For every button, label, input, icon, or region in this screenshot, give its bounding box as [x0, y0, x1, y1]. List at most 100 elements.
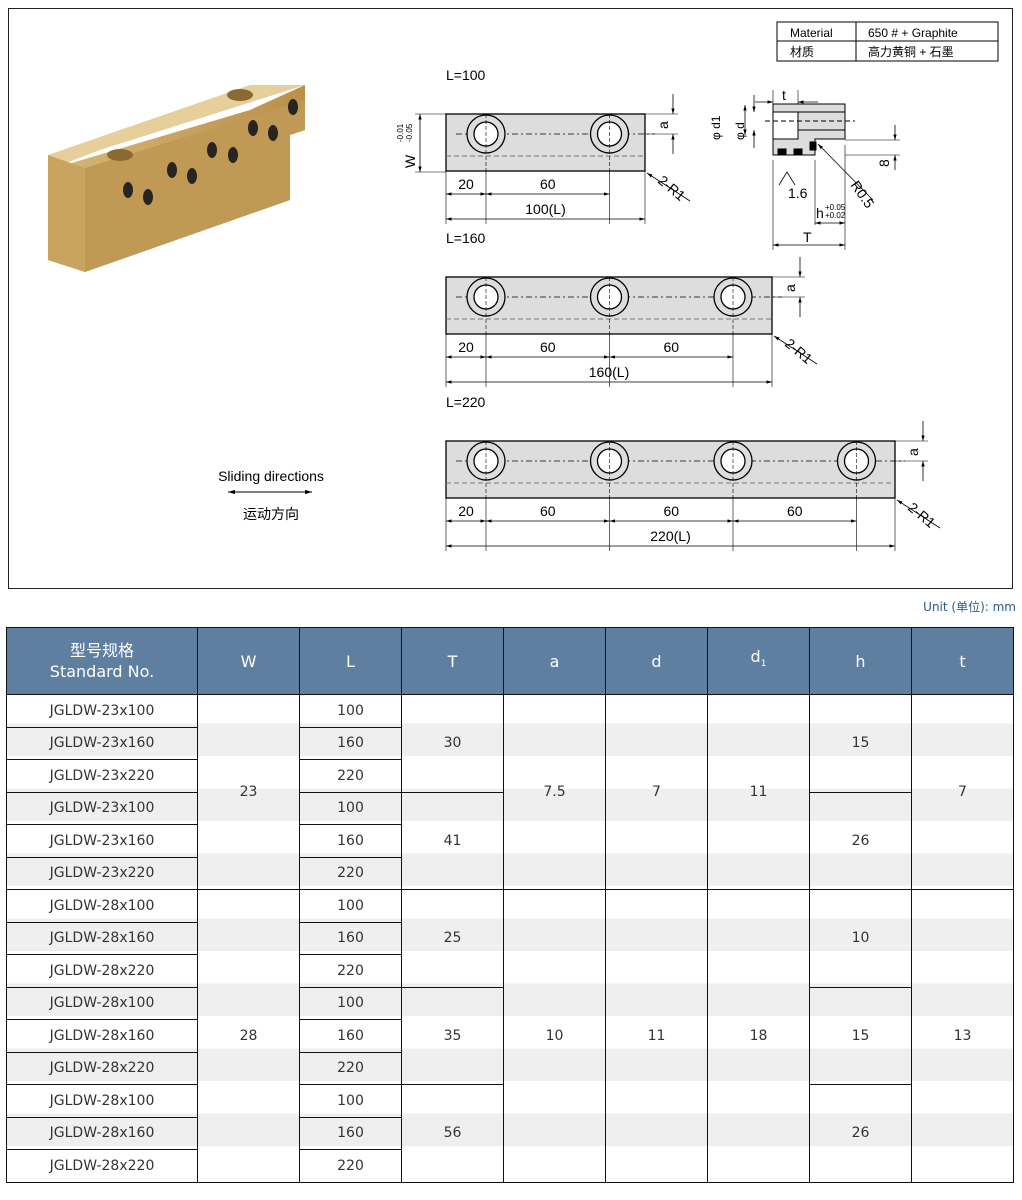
table-row: JGLDW-28x220 220: [6, 1149, 1014, 1183]
l-cell: 160: [299, 1019, 402, 1053]
roughness-label: 1.6: [788, 185, 808, 201]
material-label: Material: [790, 26, 833, 40]
table-row: JGLDW-28x220 220: [6, 1051, 1014, 1085]
model-cell: JGLDW-23x100: [6, 791, 198, 825]
table-row: JGLDW-23x160 160: [6, 824, 1014, 858]
w-label: W: [402, 154, 418, 168]
table-row: JGLDW-28x160 160: [6, 921, 1014, 955]
dimension-label: 60: [540, 503, 556, 519]
radius-label: 2-R1: [905, 499, 939, 531]
l-cell: 160: [299, 824, 402, 858]
d-label: φ d: [733, 122, 747, 140]
t-cell: 30: [401, 694, 504, 793]
dimension-label: 20: [458, 176, 474, 192]
dimension-label: 20: [458, 339, 474, 355]
model-cell: JGLDW-23x220: [6, 759, 198, 793]
header-d1-text: d: [750, 647, 761, 667]
eight-label: 8: [876, 159, 892, 167]
h-tol-upper: +0.05: [825, 203, 846, 212]
l-cell: 160: [299, 726, 402, 760]
model-cell: JGLDW-28x220: [6, 1051, 198, 1085]
material-value-cn: 高力黄铜 + 石墨: [868, 44, 954, 59]
l-cell: 100: [299, 986, 402, 1020]
d-cell: 11: [605, 889, 708, 1183]
model-cell: JGLDW-23x160: [6, 824, 198, 858]
T-label: T: [803, 229, 812, 245]
t-label: t: [782, 87, 786, 103]
l-cell: 160: [299, 1116, 402, 1150]
drawing-frame: [8, 8, 1013, 589]
l-cell: 220: [299, 759, 402, 793]
header-t-upper: T: [401, 627, 504, 695]
total-length-label: 220(L): [650, 528, 690, 544]
h-label: h: [816, 205, 824, 221]
l-cell: 160: [299, 921, 402, 955]
l-cell: 220: [299, 1149, 402, 1183]
dimension-label: 60: [540, 176, 556, 192]
r05-label: R0.5: [848, 178, 878, 212]
model-cell: JGLDW-28x160: [6, 1116, 198, 1150]
t-cell: 56: [401, 1084, 504, 1183]
header-w: W: [197, 627, 300, 695]
d1-label: φ d1: [709, 115, 723, 140]
model-cell: JGLDW-28x160: [6, 921, 198, 955]
sliding-directions-cn: 运动方向: [243, 506, 299, 522]
view-title: L=100: [446, 67, 486, 83]
dimension-label: 60: [663, 339, 679, 355]
a-label: a: [782, 284, 798, 292]
dimension-label: 60: [663, 503, 679, 519]
header-std-en: Standard No.: [49, 662, 155, 681]
model-cell: JGLDW-28x100: [6, 1084, 198, 1118]
model-cell: JGLDW-23x160: [6, 726, 198, 760]
sliding-directions-label: Sliding directions: [218, 468, 324, 484]
table-row: JGLDW-28x160 160: [6, 1116, 1014, 1150]
radius-label: 2-R1: [782, 335, 816, 367]
unit-label: Unit (单位): mm: [923, 600, 1016, 614]
a-cell: 7.5: [503, 694, 606, 890]
technical-drawing: Material 650 # + Graphite 材质 高力黄铜 + 石墨 S…: [48, 21, 999, 551]
w-cell: 23: [197, 694, 300, 890]
header-standard-no: 型号规格 Standard No.: [6, 627, 198, 695]
d1-cell: 18: [707, 889, 810, 1183]
l-cell: 100: [299, 889, 402, 923]
l-cell: 220: [299, 1051, 402, 1085]
view-title: L=220: [446, 394, 486, 410]
h-tol-lower: +0.02: [825, 211, 846, 220]
model-cell: JGLDW-23x100: [6, 694, 198, 728]
material-label-cn: 材质: [790, 45, 814, 59]
dimension-label: 20: [458, 503, 474, 519]
header-std-cn: 型号规格: [69, 641, 134, 660]
model-cell: JGLDW-28x220: [6, 1149, 198, 1183]
dimension-label: 60: [540, 339, 556, 355]
view-l160: L=160 20 60 60 160(L) a 2-R1: [445, 230, 818, 387]
d1-cell: 11: [707, 694, 810, 890]
w-cell: 28: [197, 889, 300, 1183]
view-title: L=160: [446, 230, 486, 246]
model-cell: JGLDW-28x220: [6, 954, 198, 988]
total-length-label: 160(L): [589, 364, 629, 380]
h-cell: 26: [809, 791, 912, 890]
model-cell: JGLDW-23x220: [6, 856, 198, 890]
model-cell: JGLDW-28x160: [6, 1019, 198, 1053]
material-table: Material 650 # + Graphite 材质 高力黄铜 + 石墨: [776, 21, 999, 62]
a-label: a: [655, 121, 671, 129]
header-h: h: [809, 627, 912, 695]
model-cell: JGLDW-28x100: [6, 986, 198, 1020]
side-view: [743, 90, 900, 250]
h-cell: 15: [809, 694, 912, 793]
header-d1: d1: [707, 627, 810, 695]
t-cell: 41: [401, 791, 504, 890]
table-row: JGLDW-23x160 160: [6, 726, 1014, 760]
header-l: L: [299, 627, 402, 695]
model-cell: JGLDW-28x100: [6, 889, 198, 923]
w-tol-lower: -0.05: [405, 123, 414, 142]
product-image: [48, 85, 305, 272]
header-d1-sub: 1: [760, 659, 767, 670]
dimension-label: 60: [787, 503, 803, 519]
